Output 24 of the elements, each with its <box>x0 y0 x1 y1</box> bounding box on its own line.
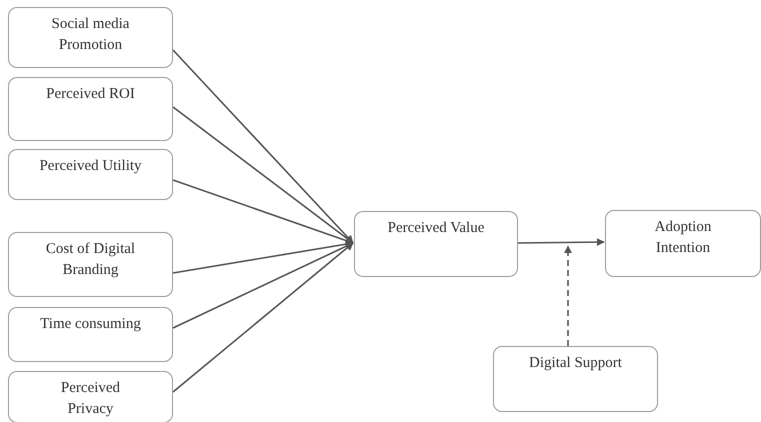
process-box <box>354 211 518 277</box>
factor-box <box>8 307 173 362</box>
arrow <box>172 106 354 244</box>
node-text: Perceived Privacy <box>60 379 122 419</box>
process-box <box>605 210 761 277</box>
node-text: Perceived ROI <box>45 85 136 104</box>
node-text: Social media Promotion <box>50 15 130 55</box>
node-text: Time consuming <box>39 315 142 334</box>
node-text: Cost of Digital Branding <box>44 240 136 280</box>
arrow <box>172 49 354 244</box>
dashed-arrow <box>564 245 572 346</box>
factor-box <box>8 77 173 141</box>
arrow <box>518 238 605 246</box>
factor-box <box>8 7 173 68</box>
node-text: Perceived Utility <box>38 157 143 176</box>
factor-box <box>8 149 173 200</box>
factor-box <box>8 371 173 422</box>
node-text: Adoption Intention <box>654 218 712 258</box>
arrow <box>172 242 354 393</box>
node-text: Perceived Value <box>386 219 486 238</box>
factor-box <box>8 232 173 297</box>
node-text: Digital Support <box>528 354 623 373</box>
process-box <box>493 346 658 412</box>
arrow <box>172 242 354 329</box>
